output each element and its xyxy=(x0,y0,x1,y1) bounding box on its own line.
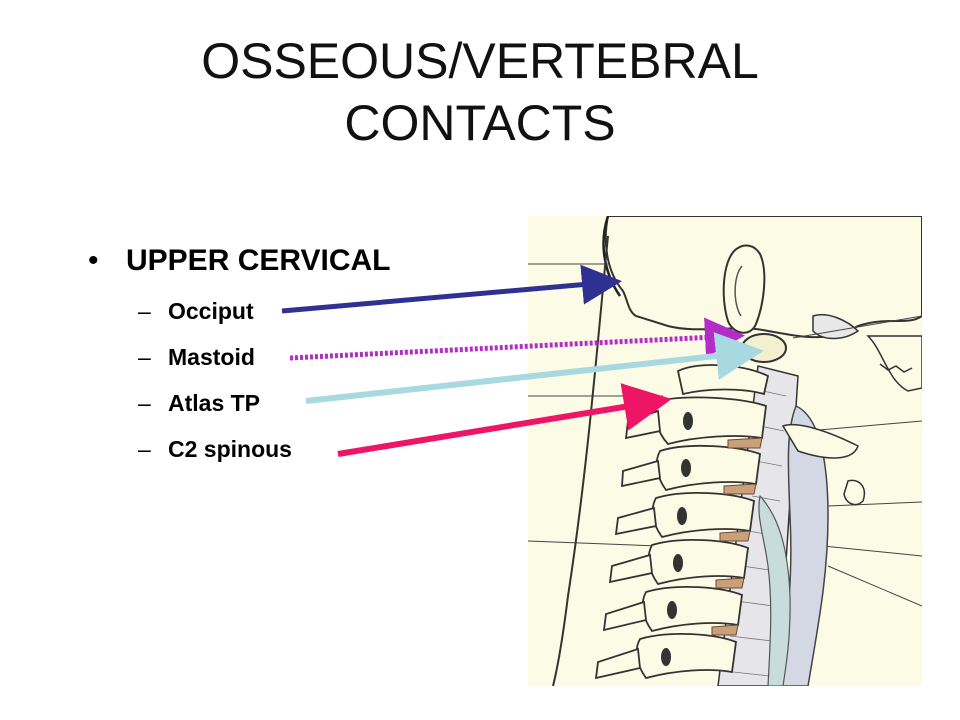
title-line-1: OSSEOUS/VERTEBRAL xyxy=(201,33,759,89)
dash-icon: – xyxy=(138,298,151,324)
label-leader-line xyxy=(528,540,659,547)
label-leader-line xyxy=(792,315,922,339)
bullet-list: • UPPER CERVICAL – Occiput – Mastoid – A… xyxy=(88,236,528,472)
c2-spinous-arrow xyxy=(337,383,672,457)
dash-icon: – xyxy=(138,390,151,416)
title-line-2: CONTACTS xyxy=(344,95,616,151)
sub-item-occiput: – Occiput xyxy=(138,288,528,334)
sub-bullet-list: – Occiput – Mastoid – Atlas TP – C2 spin… xyxy=(88,288,528,472)
styloid-process xyxy=(781,424,859,459)
sub-item-mastoid: – Mastoid xyxy=(138,334,528,380)
ear-inner-curve xyxy=(734,265,743,317)
jaw xyxy=(866,335,922,392)
cervical-anatomy-illustration xyxy=(528,216,922,686)
sub-item-label: Mastoid xyxy=(168,344,255,370)
label-leader-line xyxy=(827,501,922,507)
main-bullet-label: UPPER CERVICAL xyxy=(126,244,391,277)
sub-item-label: C2 spinous xyxy=(168,436,292,462)
teeth xyxy=(879,363,913,373)
label-leader-line xyxy=(827,565,922,607)
facet-joints xyxy=(661,412,693,666)
dash-icon: – xyxy=(138,436,151,462)
main-bullet-upper-cervical: • UPPER CERVICAL xyxy=(88,236,528,286)
bullet-dot-icon: • xyxy=(88,244,99,277)
occiput-arrow xyxy=(281,264,622,314)
mastoid-arrow xyxy=(289,317,745,361)
sub-item-label: Atlas TP xyxy=(168,390,261,416)
sub-item-label: Occiput xyxy=(168,298,254,324)
label-leader-line xyxy=(807,420,922,432)
dash-icon: – xyxy=(138,344,151,370)
slide-title: OSSEOUS/VERTEBRAL CONTACTS xyxy=(0,30,960,154)
hyoid xyxy=(843,479,865,506)
posterior-neck-contour xyxy=(552,235,609,686)
ear xyxy=(722,244,766,334)
anatomy-drawing xyxy=(528,216,922,686)
label-leader-line xyxy=(822,545,922,557)
sub-item-c2-spinous: – C2 spinous xyxy=(138,426,528,472)
atlas-tp-arrow xyxy=(305,332,764,404)
thyroid-cartilage xyxy=(758,494,791,686)
intervertebral-discs xyxy=(711,437,763,636)
sub-item-atlas-tp: – Atlas TP xyxy=(138,380,528,426)
